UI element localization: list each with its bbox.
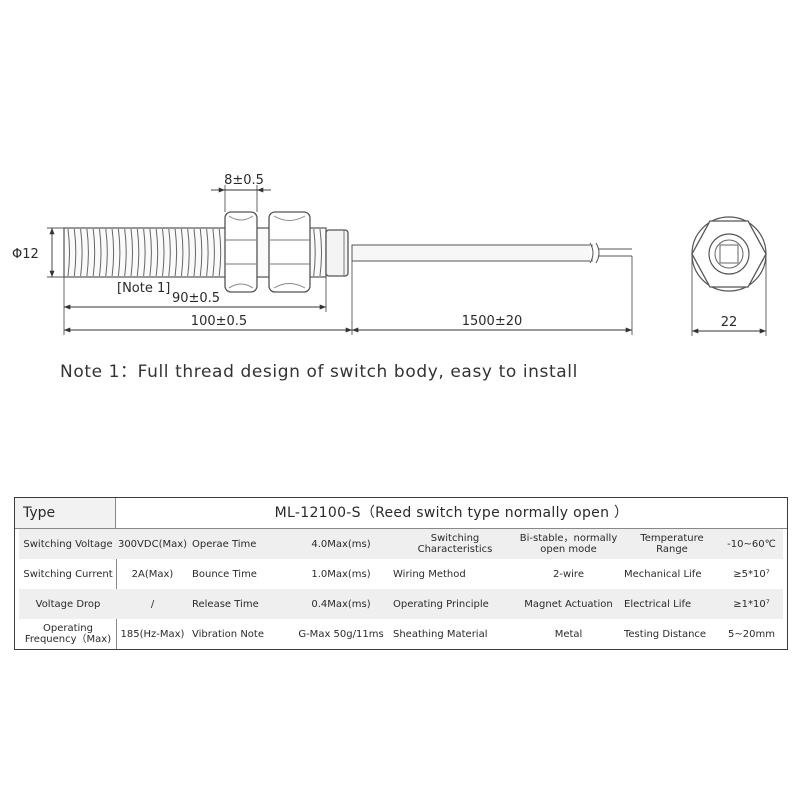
table-row: Voltage Drop / Release Time 0.4Max(ms) Opera… — [19, 589, 783, 619]
param-name: Switching Voltage — [23, 538, 113, 550]
param-name: Vibration Note — [192, 628, 264, 640]
param-name: Electrical Life — [624, 598, 692, 610]
param-name: Switching Current — [23, 568, 113, 580]
param-name: Testing Distance — [624, 628, 707, 640]
param-value: Metal — [554, 628, 583, 640]
param-name: Sheathing Material — [393, 628, 488, 640]
param-value: 2-wire — [553, 568, 584, 580]
table-row: Switching Current 2A(Max) Bounce Time 1.0Ma… — [19, 559, 783, 589]
param-name: Temperature Range — [640, 533, 704, 555]
param-value: ≥5*10⁷ — [733, 568, 770, 580]
param-name: Release Time — [192, 598, 259, 610]
table-body: Switching Voltage 300VDC(Max) Operae Time 4… — [15, 529, 787, 649]
param-value: ≥1*10⁷ — [733, 598, 770, 610]
param-name: Voltage Drop — [35, 598, 101, 610]
technical-drawing: 8±0.5 Φ12 [Note 1] 90±0.5 100±0.5 1500±2… — [12, 173, 767, 336]
dim-hex-width: 22 — [721, 315, 738, 330]
param-value: 5~20mm — [728, 628, 775, 640]
hex-nut-right — [268, 211, 311, 293]
param-name: Mechanical Life — [624, 568, 702, 580]
param-name: Wiring Method — [393, 568, 466, 580]
dim-diameter: Φ12 — [12, 247, 39, 262]
param-value: -10~60℃ — [727, 538, 776, 550]
param-name: Operating Frequency（Max) — [24, 623, 112, 645]
dim-thread-length: 90±0.5 — [172, 291, 220, 306]
param-value: Magnet Actuation — [524, 598, 613, 610]
hex-end-view — [691, 216, 767, 292]
end-cap — [325, 229, 349, 277]
param-value: 185(Hz-Max) — [120, 628, 185, 640]
param-value: 2A(Max) — [131, 568, 174, 580]
param-value: 4.0Max(ms) — [311, 538, 371, 550]
param-value: 1.0Max(ms) — [311, 568, 371, 580]
cable — [351, 242, 632, 264]
param-name: Switching Characteristics — [417, 533, 493, 555]
param-name: Bounce Time — [192, 568, 257, 580]
param-value: / — [150, 598, 155, 610]
param-value: 300VDC(Max) — [117, 538, 188, 550]
param-value: 0.4Max(ms) — [311, 598, 371, 610]
dim-cable-length: 1500±20 — [462, 314, 523, 329]
table-row: Operating Frequency（Max) 185(Hz-Max) Vibra… — [19, 619, 783, 649]
note-ref: [Note 1] — [117, 281, 170, 296]
param-value: Bi-stable，normally open mode — [519, 533, 618, 555]
table-header: Type ML-12100-S（Reed switch type normall… — [15, 498, 787, 529]
hex-nut-left — [224, 211, 258, 293]
table-row: Switching Voltage 300VDC(Max) Operae Time 4… — [19, 529, 783, 559]
spec-table: Type ML-12100-S（Reed switch type normall… — [14, 497, 788, 650]
param-name: Operae Time — [192, 538, 257, 550]
param-name: Operating Principle — [393, 598, 489, 610]
dim-body-length: 100±0.5 — [191, 314, 247, 329]
dim-nut-width: 8±0.5 — [224, 173, 264, 188]
model-name: ML-12100-S（Reed switch type normally ope… — [274, 504, 629, 521]
type-label: Type — [15, 498, 116, 528]
param-value: G-Max 50g/11ms — [298, 628, 384, 640]
note-text: Note 1：Full thread design of switch body… — [60, 362, 578, 382]
